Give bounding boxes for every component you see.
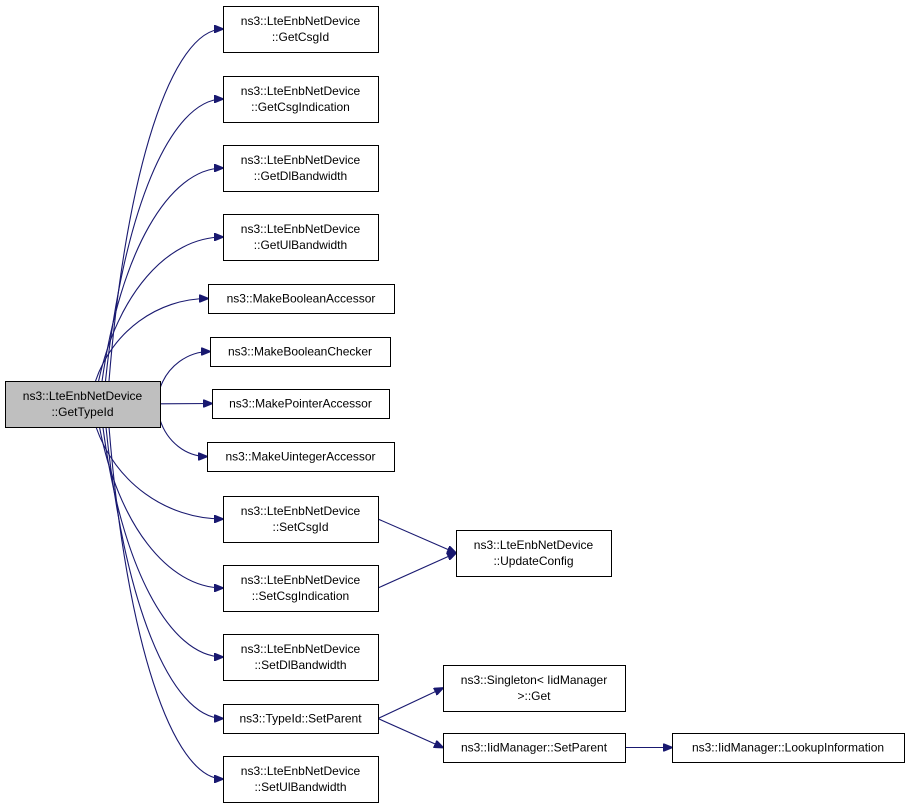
edge-gettypeid-to-makebooleanaccessor [95,299,208,382]
node-label-line: ns3::LteEnbNetDevice [241,573,361,587]
node-lookupinformation[interactable]: ns3::IidManager::LookupInformation [672,733,905,763]
edge-gettypeid-to-setulbandwidth [108,426,223,779]
edge-typeid-setparent-to-iidmanager-setparent [377,717,443,748]
node-label-line: ns3::LteEnbNetDevice [23,389,143,403]
node-box [443,665,626,712]
edge-gettypeid-to-makeuintegeraccessor [159,419,207,457]
node-getcsgindication[interactable]: ns3::LteEnbNetDevice::GetCsgIndication [223,76,379,123]
node-box [223,756,379,803]
node-label-line: ns3::IidManager::SetParent [461,741,608,755]
node-label-line: ns3::IidManager::LookupInformation [692,741,884,755]
edge-gettypeid-to-typeid-setparent [105,426,223,719]
node-label-line: ns3::LteEnbNetDevice [241,153,361,167]
node-label-line: ns3::LteEnbNetDevice [474,538,594,552]
node-setulbandwidth[interactable]: ns3::LteEnbNetDevice::SetUlBandwidth [223,756,379,803]
node-typeid-setparent[interactable]: ns3::TypeId::SetParent [223,704,379,734]
node-label-line: >::Get [517,689,551,703]
edge-gettypeid-to-setdlbandwidth [102,426,223,657]
node-getcsgid[interactable]: ns3::LteEnbNetDevice::GetCsgId [223,6,379,53]
edge-gettypeid-to-getdlbandwidth [101,168,223,382]
node-box [223,6,379,53]
node-makebooleanchecker[interactable]: ns3::MakeBooleanChecker [210,337,391,367]
node-label-line: ns3::LteEnbNetDevice [241,504,361,518]
node-label-line: ns3::LteEnbNetDevice [241,764,361,778]
edge-gettypeid-to-makebooleanchecker [159,352,210,389]
node-label-line: ns3::MakeBooleanAccessor [227,292,376,306]
node-box [5,381,161,428]
node-setdlbandwidth[interactable]: ns3::LteEnbNetDevice::SetDlBandwidth [223,634,379,681]
node-setcsgindication[interactable]: ns3::LteEnbNetDevice::SetCsgIndication [223,565,379,612]
node-singleton-get[interactable]: ns3::Singleton< IidManager>::Get [443,665,626,712]
edge-setcsgid-to-updateconfig [377,518,456,553]
edge-gettypeid-to-getulbandwidth [98,237,223,382]
edge-gettypeid-to-getcsgindication [104,99,224,382]
nodes-layer: ns3::LteEnbNetDevice::GetTypeIdns3::LteE… [5,6,905,803]
root-node-gettypeid[interactable]: ns3::LteEnbNetDevice::GetTypeId [5,381,161,428]
node-label-line: ::SetDlBandwidth [254,658,346,672]
node-box [223,634,379,681]
node-label-line: ns3::LteEnbNetDevice [241,642,361,656]
node-box [223,496,379,543]
node-label-line: ::GetCsgId [272,30,329,44]
node-label-line: ::SetCsgId [272,520,328,534]
node-box [212,389,390,419]
node-box [207,442,395,472]
node-label-line: ns3::LteEnbNetDevice [241,84,361,98]
node-makepointeraccessor[interactable]: ns3::MakePointerAccessor [212,389,390,419]
node-makeuintegeraccessor[interactable]: ns3::MakeUintegerAccessor [207,442,395,472]
node-box [210,337,391,367]
node-box [223,145,379,192]
node-box [456,530,612,577]
node-label-line: ns3::MakeUintegerAccessor [225,450,375,464]
node-label-line: ::SetCsgIndication [252,589,349,603]
node-iidmanager-setparent[interactable]: ns3::IidManager::SetParent [443,733,626,763]
edge-gettypeid-to-getcsgid [108,29,223,382]
edge-gettypeid-to-setcsgid [95,426,223,519]
node-label-line: ::GetTypeId [51,405,113,419]
node-makebooleanaccessor[interactable]: ns3::MakeBooleanAccessor [208,284,395,314]
node-label-line: ::GetCsgIndication [251,100,350,114]
node-label-line: ::UpdateConfig [493,554,573,568]
edge-typeid-setparent-to-singleton-get [377,688,443,719]
node-box [223,214,379,261]
node-label-line: ns3::Singleton< IidManager [461,673,607,687]
node-label-line: ::GetDlBandwidth [254,169,347,183]
edge-setcsgindication-to-updateconfig [377,553,456,589]
node-box [443,733,626,763]
node-getulbandwidth[interactable]: ns3::LteEnbNetDevice::GetUlBandwidth [223,214,379,261]
node-box [672,733,905,763]
node-getdlbandwidth[interactable]: ns3::LteEnbNetDevice::GetDlBandwidth [223,145,379,192]
node-label-line: ns3::LteEnbNetDevice [241,222,361,236]
edges-layer [95,29,672,779]
node-box [223,704,379,734]
node-box [208,284,395,314]
node-label-line: ns3::TypeId::SetParent [239,712,362,726]
node-box [223,565,379,612]
node-updateconfig[interactable]: ns3::LteEnbNetDevice::UpdateConfig [456,530,612,577]
node-box [223,76,379,123]
node-setcsgid[interactable]: ns3::LteEnbNetDevice::SetCsgId [223,496,379,543]
node-label-line: ::GetUlBandwidth [254,238,347,252]
node-label-line: ns3::MakeBooleanChecker [228,345,372,359]
node-label-line: ns3::LteEnbNetDevice [241,14,361,28]
node-label-line: ns3::MakePointerAccessor [229,397,372,411]
node-label-line: ::SetUlBandwidth [254,780,346,794]
